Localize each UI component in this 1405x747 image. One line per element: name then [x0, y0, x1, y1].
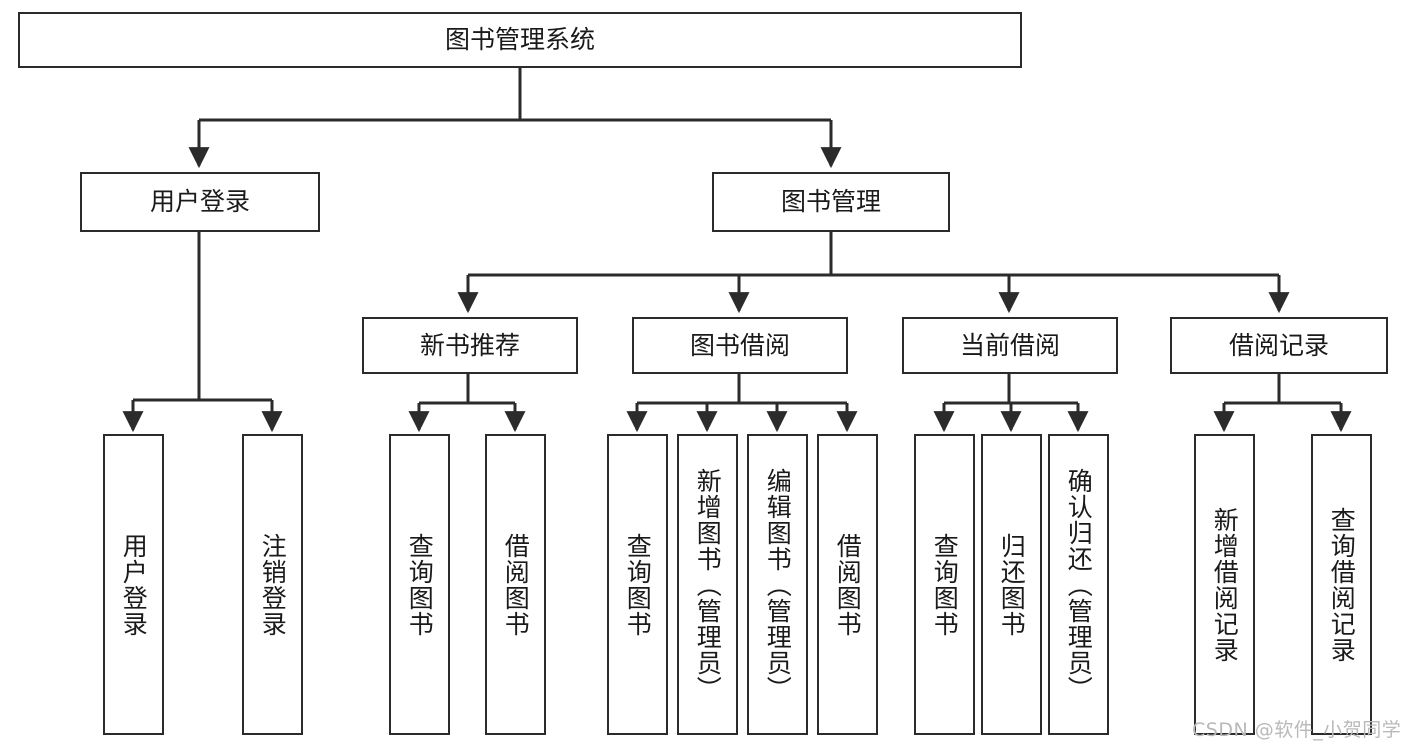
- node-leaf-query-borrow-record-label: 查询借阅记录: [1327, 506, 1357, 663]
- node-leaf-query-book-borrow-label: 查询图书: [623, 532, 653, 637]
- node-leaf-add-borrow-record-label: 新增借阅记录: [1210, 506, 1240, 663]
- node-new-book-recommend-label: 新书推荐: [419, 330, 520, 360]
- node-book-borrow[interactable]: 图书借阅: [632, 317, 848, 374]
- node-user-login-label: 用户登录: [149, 187, 250, 216]
- node-new-book-recommend[interactable]: 新书推荐: [362, 317, 578, 374]
- node-leaf-edit-book-admin[interactable]: 编辑图书（管理员）: [747, 434, 808, 735]
- node-leaf-return-book-label: 归还图书: [997, 532, 1027, 637]
- node-root[interactable]: 图书管理系统: [18, 12, 1022, 68]
- node-book-management[interactable]: 图书管理: [712, 172, 950, 232]
- node-borrow-record[interactable]: 借阅记录: [1170, 317, 1388, 374]
- node-leaf-query-book-current[interactable]: 查询图书: [914, 434, 975, 735]
- node-leaf-confirm-return-admin[interactable]: 确认归还（管理员）: [1048, 434, 1109, 735]
- node-leaf-edit-book-admin-label: 编辑图书（管理员）: [763, 467, 793, 702]
- node-leaf-add-book-admin-label: 新增图书（管理员）: [693, 467, 723, 702]
- node-leaf-query-book-newbook-label: 查询图书: [405, 532, 435, 637]
- node-leaf-borrow-book-label: 借阅图书: [833, 532, 863, 637]
- node-leaf-confirm-return-admin-label: 确认归还（管理员）: [1064, 467, 1094, 702]
- node-leaf-logout[interactable]: 注销登录: [242, 434, 303, 735]
- node-leaf-user-login-label: 用户登录: [119, 532, 149, 637]
- node-book-borrow-label: 图书借阅: [689, 330, 790, 360]
- node-leaf-query-book-newbook[interactable]: 查询图书: [389, 434, 450, 735]
- node-leaf-logout-label: 注销登录: [258, 532, 288, 637]
- node-book-management-label: 图书管理: [780, 187, 881, 216]
- node-leaf-query-book-borrow[interactable]: 查询图书: [607, 434, 668, 735]
- node-leaf-return-book[interactable]: 归还图书: [981, 434, 1042, 735]
- node-leaf-add-book-admin[interactable]: 新增图书（管理员）: [677, 434, 738, 735]
- node-leaf-user-login[interactable]: 用户登录: [103, 434, 164, 735]
- node-current-borrow[interactable]: 当前借阅: [902, 317, 1118, 374]
- node-user-login[interactable]: 用户登录: [80, 172, 320, 232]
- node-leaf-borrow-book-newbook[interactable]: 借阅图书: [485, 434, 546, 735]
- node-leaf-add-borrow-record[interactable]: 新增借阅记录: [1194, 434, 1255, 735]
- node-leaf-query-borrow-record[interactable]: 查询借阅记录: [1311, 434, 1372, 735]
- node-current-borrow-label: 当前借阅: [959, 330, 1060, 360]
- node-borrow-record-label: 借阅记录: [1228, 330, 1329, 360]
- node-leaf-borrow-book-newbook-label: 借阅图书: [501, 532, 531, 637]
- node-root-label: 图书管理系统: [444, 25, 595, 54]
- node-leaf-query-book-current-label: 查询图书: [930, 532, 960, 637]
- node-leaf-borrow-book[interactable]: 借阅图书: [817, 434, 878, 735]
